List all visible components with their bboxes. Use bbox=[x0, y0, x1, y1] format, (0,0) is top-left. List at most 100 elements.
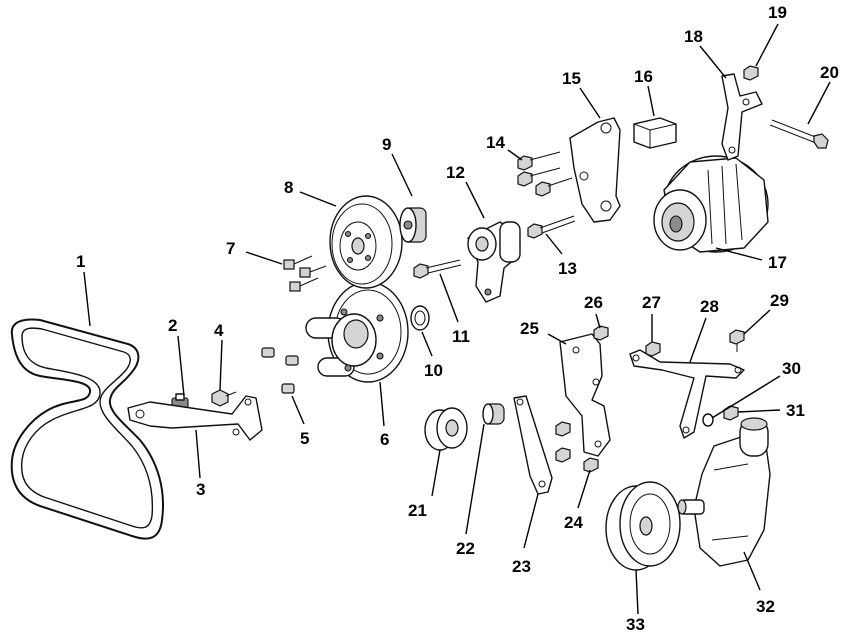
part-30-washer bbox=[702, 413, 714, 427]
leader-8 bbox=[299, 191, 337, 207]
part-13-bolt bbox=[527, 215, 576, 239]
leader-1 bbox=[83, 271, 91, 327]
leader-lines bbox=[83, 23, 831, 615]
callout-11: 11 bbox=[452, 327, 470, 346]
leader-11 bbox=[439, 273, 459, 323]
leader-21 bbox=[431, 449, 441, 497]
part-23-link bbox=[513, 395, 553, 495]
leader-29 bbox=[743, 309, 771, 335]
part-18-bracket bbox=[721, 73, 763, 161]
callout-1: 1 bbox=[76, 252, 85, 271]
leader-5 bbox=[291, 395, 305, 425]
part-21-idler-pulley bbox=[424, 407, 468, 451]
part-1-drive-belt bbox=[10, 318, 164, 540]
callout-21: 21 bbox=[408, 501, 427, 520]
callout-9: 9 bbox=[382, 135, 391, 154]
part-6-water-pump bbox=[305, 281, 409, 383]
part-25-pump-bracket bbox=[559, 333, 611, 457]
leader-28 bbox=[689, 317, 707, 363]
callout-24: 24 bbox=[564, 513, 583, 532]
leader-33 bbox=[635, 569, 639, 615]
callout-26: 26 bbox=[584, 293, 603, 312]
part-9-spacer bbox=[399, 207, 427, 243]
part-3-bracket bbox=[127, 395, 263, 441]
callout-17: 17 bbox=[768, 253, 787, 272]
callout-15: 15 bbox=[562, 69, 581, 88]
part-10-washer bbox=[410, 305, 430, 331]
callout-27: 27 bbox=[642, 293, 661, 312]
callout-7: 7 bbox=[226, 239, 235, 258]
callout-12: 12 bbox=[446, 163, 465, 182]
part-15-bracket bbox=[569, 117, 621, 223]
callout-30: 30 bbox=[782, 359, 801, 378]
callout-19: 19 bbox=[768, 3, 787, 22]
part-22-spacer bbox=[482, 403, 505, 425]
leader-32 bbox=[743, 551, 761, 591]
leader-23 bbox=[523, 493, 539, 549]
callout-20: 20 bbox=[820, 63, 839, 82]
part-29-screw bbox=[729, 329, 745, 352]
callout-6: 6 bbox=[380, 430, 389, 449]
leader-12 bbox=[465, 181, 485, 219]
part-33-steering-pulley bbox=[605, 481, 681, 571]
callout-32: 32 bbox=[756, 597, 775, 616]
part-27-nut bbox=[645, 341, 661, 357]
leader-9 bbox=[391, 153, 413, 197]
leader-31 bbox=[737, 409, 781, 413]
part-7-bolts bbox=[283, 255, 327, 292]
callout-13: 13 bbox=[558, 259, 577, 278]
part-11-long-bolt bbox=[413, 259, 462, 279]
leader-22 bbox=[465, 423, 485, 535]
callout-31: 31 bbox=[786, 401, 805, 420]
leader-24 bbox=[577, 469, 591, 509]
leader-16 bbox=[647, 85, 655, 117]
leader-19 bbox=[755, 23, 779, 67]
callout-labels: 1 2 3 4 5 6 7 8 9 10 11 12 13 14 15 16 1… bbox=[76, 3, 839, 634]
leader-6 bbox=[379, 381, 385, 427]
part-4-bolt bbox=[211, 389, 237, 407]
callout-3: 3 bbox=[196, 480, 205, 499]
callout-28: 28 bbox=[700, 297, 719, 316]
leader-18 bbox=[699, 45, 727, 79]
leader-25 bbox=[547, 333, 567, 345]
part-16-spacer-block bbox=[633, 117, 677, 149]
leader-15 bbox=[579, 87, 601, 119]
callout-10: 10 bbox=[424, 361, 443, 380]
leader-3 bbox=[195, 429, 201, 479]
callout-2: 2 bbox=[168, 316, 177, 335]
part-20-long-bolt bbox=[769, 119, 829, 149]
leader-10 bbox=[421, 331, 433, 357]
part-14-bolts bbox=[517, 151, 573, 197]
part-28-support-bar bbox=[629, 349, 745, 439]
leader-17 bbox=[715, 247, 763, 261]
callout-5: 5 bbox=[300, 429, 309, 448]
part-12-tensioner bbox=[467, 221, 521, 303]
callout-16: 16 bbox=[634, 67, 653, 86]
callout-8: 8 bbox=[284, 178, 293, 197]
leader-30 bbox=[711, 375, 781, 419]
callout-25: 25 bbox=[520, 319, 539, 338]
callout-14: 14 bbox=[486, 133, 505, 152]
part-5-bolts bbox=[261, 347, 299, 394]
leader-4 bbox=[219, 339, 223, 391]
callout-23: 23 bbox=[512, 557, 531, 576]
callout-22: 22 bbox=[456, 539, 475, 558]
part-19-nut bbox=[743, 65, 759, 81]
leader-26 bbox=[595, 313, 601, 329]
part-17-alternator bbox=[653, 155, 769, 253]
part-24-bolts bbox=[555, 421, 599, 473]
part-26-nut bbox=[593, 325, 609, 341]
callout-4: 4 bbox=[214, 321, 224, 340]
leader-13 bbox=[545, 233, 563, 255]
leader-2 bbox=[177, 335, 185, 397]
part-32-steering-pump bbox=[677, 417, 771, 567]
part-31-nut bbox=[723, 405, 739, 421]
leader-14 bbox=[507, 149, 523, 161]
callout-29: 29 bbox=[770, 291, 789, 310]
leader-20 bbox=[807, 81, 831, 125]
leader-7 bbox=[245, 251, 283, 265]
callout-18: 18 bbox=[684, 27, 703, 46]
callout-33: 33 bbox=[626, 615, 645, 634]
part-8-pulley bbox=[329, 195, 403, 289]
